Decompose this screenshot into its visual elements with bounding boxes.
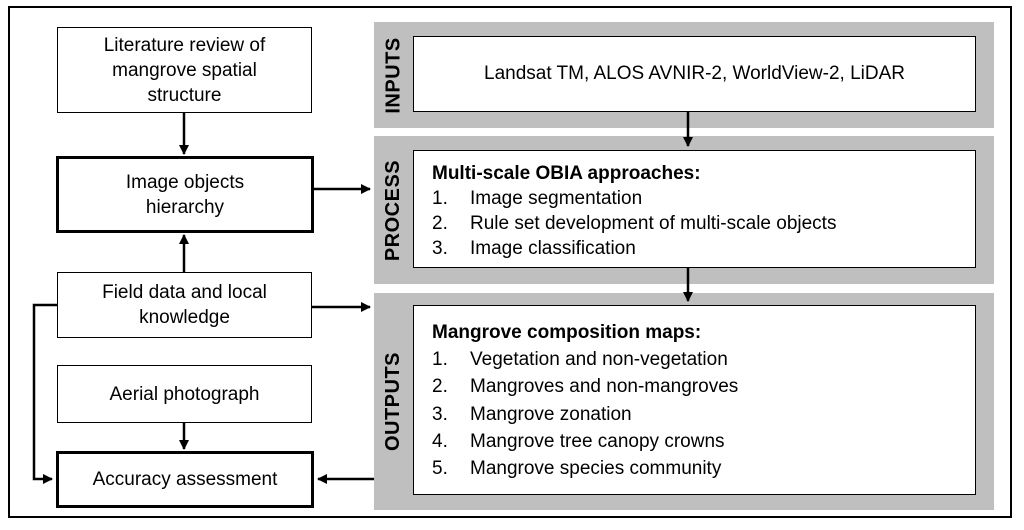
diagram-frame [8,6,1012,518]
field-data-box: Field data and local knowledge [57,272,312,338]
process-item-3: 3.Image classification [432,238,636,259]
outputs-heading: Mangrove composition maps: [432,322,702,343]
field-line-2: knowledge [139,307,230,328]
process-item-1: 1.Image segmentation [432,188,643,209]
aerial-line-1: Aerial photograph [109,383,260,405]
outputs-item-1: 1.Vegetation and non-vegetation [432,349,728,370]
inputs-box: Landsat TM, ALOS AVNIR-2, WorldView-2, L… [413,36,976,112]
outputs-item-5: 5.Mangrove species community [432,458,722,479]
process-item-2: 2.Rule set development of multi-scale ob… [432,213,837,234]
accuracy-assessment-box: Accuracy assessment [56,451,314,508]
outputs-item-4: 4.Mangrove tree canopy crowns [432,431,725,452]
aerial-photograph-box: Aerial photograph [57,365,312,423]
literature-line-2: mangrove spatial [112,59,257,81]
literature-line-1: Literature review of [103,34,266,56]
image-objects-hierarchy-box: Image objects hierarchy [56,156,314,233]
outputs-item-2: 2.Mangroves and non-mangroves [432,376,739,397]
arrow-field-to-accuracy [32,303,57,484]
hierarchy-line-2: hierarchy [145,196,225,218]
literature-line-3: structure [147,84,222,106]
process-box: Multi-scale OBIA approaches: 1.Image seg… [413,150,976,268]
outputs-item-3: 3.Mangrove zonation [432,404,632,425]
inputs-text: Landsat TM, ALOS AVNIR-2, WorldView-2, L… [484,63,905,84]
hierarchy-line-1: Image objects [125,171,245,193]
process-heading: Multi-scale OBIA approaches: [432,163,701,184]
outputs-box: Mangrove composition maps: 1.Vegetation … [413,305,976,495]
field-line-1: Field data and local [102,282,267,303]
literature-review-box: Literature review of mangrove spatial st… [57,27,312,113]
accuracy-line-1: Accuracy assessment [92,469,278,490]
